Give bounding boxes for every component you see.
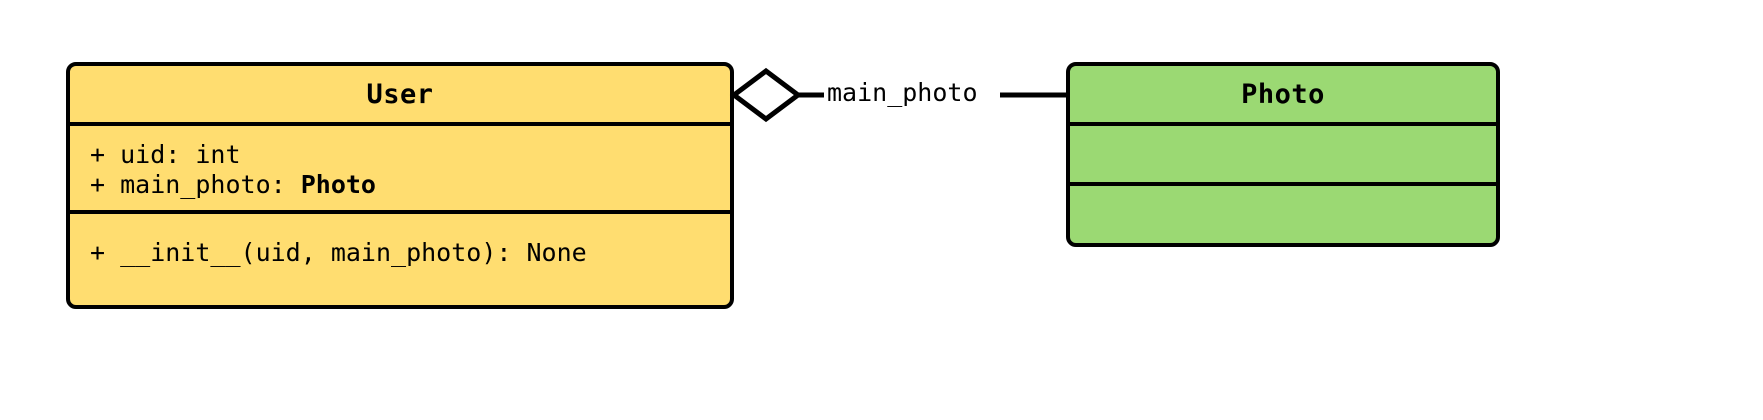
aggregation-diamond-icon <box>729 67 803 123</box>
method-init: + __init__(uid, main_photo): None <box>90 238 587 267</box>
class-methods-user: + __init__(uid, main_photo): None <box>70 210 730 305</box>
association-user-photo[interactable]: main_photo <box>728 62 1073 132</box>
association-line-svg <box>729 67 1073 123</box>
class-attributes-photo <box>1070 122 1496 182</box>
association-label-main-photo: main_photo <box>824 78 981 108</box>
class-title-user: User <box>366 78 434 110</box>
class-methods-photo <box>1070 182 1496 243</box>
class-box-photo[interactable]: Photo <box>1066 62 1500 247</box>
class-box-user[interactable]: User + uid: int + main_photo: Photo + __… <box>66 62 734 309</box>
attribute-main-photo-prefix: + main_photo: <box>90 170 301 199</box>
attribute-uid: + uid: int <box>90 140 241 169</box>
class-title-photo: Photo <box>1241 78 1325 110</box>
attribute-main-photo: + main_photo: Photo <box>90 170 730 200</box>
attribute-main-photo-type: Photo <box>300 170 376 199</box>
class-attributes-user: + uid: int + main_photo: Photo <box>70 122 730 210</box>
